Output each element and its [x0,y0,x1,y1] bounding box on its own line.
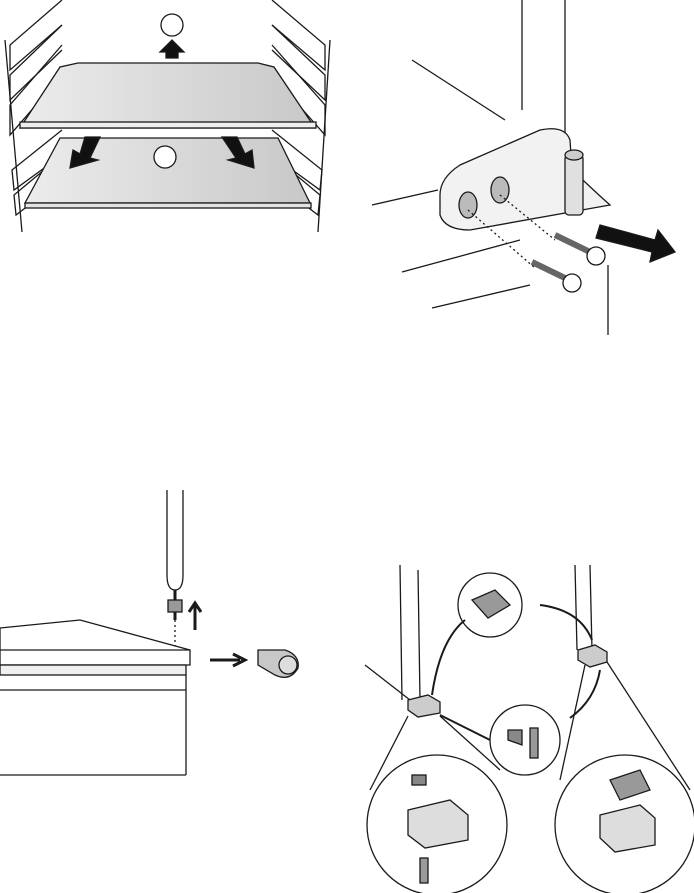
arrow-up-icon [187,600,203,630]
hinge-block-right [577,644,608,668]
arrow-down-right-icon [220,136,255,169]
curved-arrow-icon [539,604,593,641]
fridge-top [0,619,191,666]
step-marker-1 [160,13,184,37]
step-marker-2 [153,145,177,169]
arrow-down-left-icon [69,136,102,169]
figure-remove-shelves [4,0,331,233]
curved-arrow-icon [431,619,466,696]
arrow-right-icon [595,224,677,264]
figure-remove-hinge-screws [371,0,677,335]
screw-icon [553,232,606,266]
upper-glass-shelf [18,62,317,129]
arrow-right-icon [210,652,249,668]
curved-arrow-icon [439,714,491,741]
figure-remove-hinge-pin [0,490,299,776]
figure-move-hinge-parts [364,564,694,893]
detail-parts [489,704,561,776]
hinge-part-icon [257,649,299,678]
screw-icon [530,259,582,293]
hinge-pin [564,154,584,216]
screwdriver [166,490,184,591]
arrow-up-icon [158,39,186,59]
hinge-block-left [407,694,441,718]
